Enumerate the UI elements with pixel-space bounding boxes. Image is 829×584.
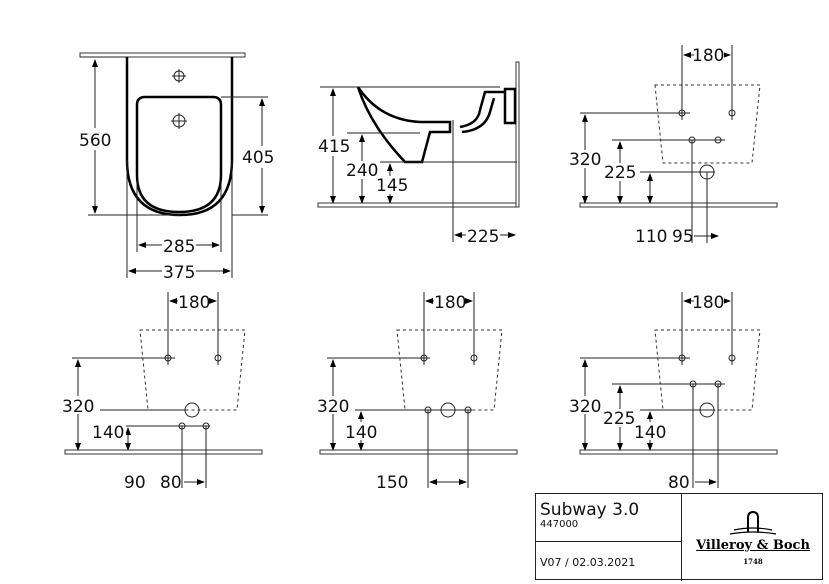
side-view: [317, 61, 520, 242]
dim-180: 180: [692, 293, 724, 313]
title-cell: Subway 3.0 447000: [536, 494, 682, 542]
dim-320: 320: [569, 397, 601, 417]
dim-225: 225: [604, 163, 636, 183]
dim-140: 140: [634, 423, 666, 443]
dim-110: 110: [635, 227, 667, 247]
title-block: Subway 3.0 447000 V07 / 02.03.2021 Ville…: [535, 493, 824, 581]
version-cell: V07 / 02.03.2021: [536, 541, 682, 581]
article-number: 447000: [540, 519, 579, 530]
installation-view-4: [579, 292, 778, 488]
product-name: Subway 3.0: [540, 500, 640, 520]
dim-140: 140: [92, 423, 124, 443]
dim-90: 90: [124, 473, 146, 493]
dim-405: 405: [242, 148, 274, 168]
dim-180: 180: [178, 293, 210, 313]
dim-320: 320: [569, 150, 601, 170]
dim-180: 180: [434, 293, 466, 313]
dim-95: 95: [672, 227, 694, 247]
dim-240: 240: [346, 161, 378, 181]
installation-view-1: [579, 45, 778, 243]
dim-285: 285: [163, 237, 195, 257]
dim-225: 225: [467, 227, 499, 247]
dim-320: 320: [62, 397, 94, 417]
brand-logo: Villeroy & Boch 1748: [682, 494, 824, 581]
dim-560: 560: [79, 131, 111, 151]
dim-180: 180: [692, 46, 724, 66]
dim-80: 80: [160, 473, 182, 493]
dim-375: 375: [163, 263, 195, 283]
brand-year: 1748: [743, 557, 763, 566]
dim-150: 150: [376, 473, 408, 493]
dim-415: 415: [318, 137, 350, 157]
dim-140: 140: [345, 423, 377, 443]
dim-320: 320: [317, 397, 349, 417]
dim-145: 145: [376, 176, 408, 196]
dim-80: 80: [668, 473, 690, 493]
version-date: V07 / 02.03.2021: [540, 556, 636, 569]
brand-name: Villeroy & Boch: [696, 538, 810, 553]
installation-view-2: [64, 292, 263, 488]
installation-view-3: [319, 292, 518, 488]
fountain-icon: [729, 510, 777, 535]
dim-225: 225: [603, 409, 635, 429]
